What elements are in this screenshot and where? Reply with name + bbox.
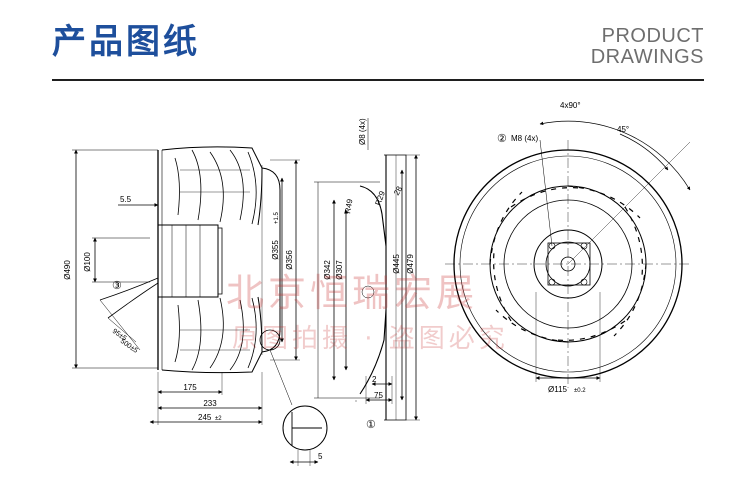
dim-bolt-tol: ±0.2 (574, 388, 586, 394)
page-title: 产品图纸 (52, 22, 200, 62)
dim-bolt-circle: Ø115 (548, 385, 568, 394)
dim-slot: Ø8 (4x) (358, 118, 367, 145)
side-view (72, 146, 328, 466)
callout-3: ③ (112, 280, 122, 292)
page-header: 产品图纸 PRODUCT DRAWINGS (0, 0, 750, 84)
dim-inlet-dia: Ø355 (271, 240, 280, 260)
dim-45: 45° (617, 125, 629, 134)
dim-outlet-dia: Ø356 (285, 250, 294, 270)
watermark-line-1: 北京恒瑞宏展 (226, 271, 479, 315)
dim-342: Ø342 (323, 260, 332, 280)
callout-1: ① (366, 419, 376, 431)
dim-445: Ø445 (392, 254, 401, 274)
dim-479: Ø479 (406, 254, 415, 274)
cable-label-b: 500±5 (119, 338, 139, 355)
dim-inlet-tol: +1.5 (274, 211, 280, 224)
dim-75: 75 (374, 391, 383, 400)
front-view (445, 120, 691, 388)
dim-detail-5: 5 (318, 452, 323, 461)
section-view (314, 118, 420, 421)
dim-28: 28 (392, 184, 405, 197)
dim-hub-dia: Ø100 (83, 252, 92, 272)
dim-245: 245 (198, 413, 212, 422)
dim-175: 175 (183, 383, 197, 392)
page-title-english: PRODUCT DRAWINGS (591, 26, 704, 68)
watermark-line-2: 原图拍摄 · 盗图必究 (232, 324, 509, 354)
dim-233: 233 (203, 399, 217, 408)
dim-r49: R49 (343, 198, 355, 215)
dim-245-tol: ±2 (215, 416, 222, 422)
callout-2: ② (497, 133, 507, 145)
dim-307: Ø307 (335, 260, 344, 280)
dim-angle: 4x90° (560, 101, 581, 110)
front-view-labels: 4x90° 45° ② M8 (4x) Ø115 ±0.2 (497, 101, 629, 394)
dim-r29: R29 (373, 189, 387, 206)
title-english-line-2: DRAWINGS (590, 46, 704, 68)
title-english-line-1: PRODUCT (601, 25, 704, 47)
section-view-labels: Ø8 (4x) R49 R29 28 Ø342 Ø307 Ø445 Ø479 2… (323, 118, 415, 431)
header-divider (52, 79, 704, 81)
dim-overall-dia: Ø490 (63, 260, 72, 280)
dim-m8: M8 (4x) (511, 134, 538, 143)
dim-step: 5.5 (120, 195, 132, 204)
dim-2: 2 (372, 375, 377, 384)
